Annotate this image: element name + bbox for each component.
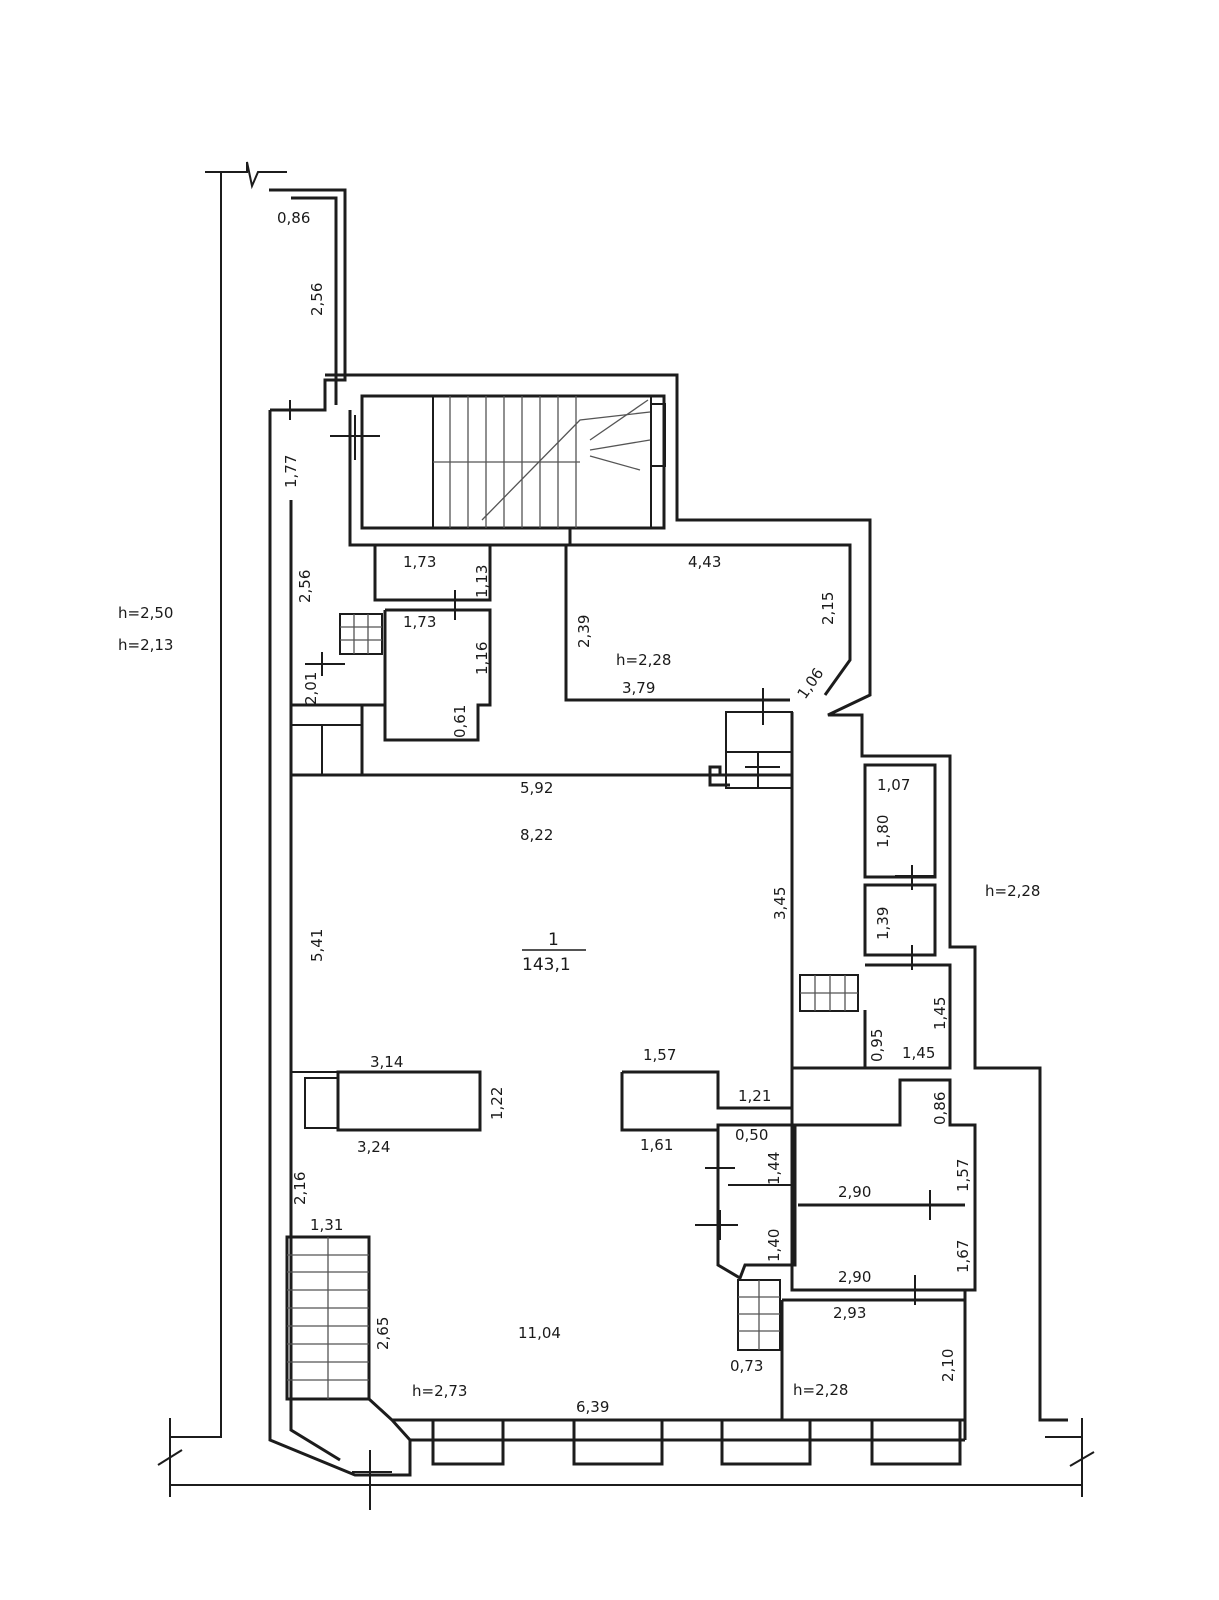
- dim-wc3-d: 0,86: [931, 1092, 949, 1125]
- dim-room-top-b: 3,79: [622, 679, 655, 697]
- dim-room-top-r: 2,15: [819, 592, 837, 625]
- dim-hall-w: 8,22: [520, 826, 553, 844]
- bottom-left-staircase: [285, 1235, 412, 1510]
- dim-wc1-w: 1,73: [403, 553, 436, 571]
- wc-rooms-bottom: [695, 1078, 977, 1420]
- dim-col-left-h: 1,22: [488, 1087, 506, 1120]
- dim-hall-top: 5,92: [520, 779, 553, 797]
- dim-room-top-l: 2,39: [575, 615, 593, 648]
- dim-store1-w: 1,07: [877, 776, 910, 794]
- height-label-room-top: h=2,28: [616, 651, 671, 669]
- dim-hall-left: 5,41: [308, 929, 326, 962]
- dim-corr-top-h: 2,56: [308, 283, 326, 316]
- dim-room-top-w: 4,43: [688, 553, 721, 571]
- dim-bot-room-w: 2,93: [833, 1304, 866, 1322]
- dim-col-left-bot: 3,24: [357, 1138, 390, 1156]
- dim-stair-room-d: 0,95: [868, 1029, 886, 1062]
- dim-small-a: 0,50: [735, 1126, 768, 1144]
- dim-store2-h: 1,39: [874, 907, 892, 940]
- dim-wc2-h: 1,16: [473, 642, 491, 675]
- bottom-windows: [431, 1418, 962, 1466]
- top-staircase: [280, 394, 666, 547]
- height-label-left-2: h=2,13: [118, 636, 173, 654]
- dim-small-b: 1,44: [765, 1152, 783, 1185]
- wc-rooms-top: [291, 545, 730, 787]
- room-number: 1: [548, 930, 559, 950]
- dim-stair-left-h: 2,65: [374, 1317, 392, 1350]
- dim-small-c: 1,40: [765, 1229, 783, 1262]
- room-area: 143,1: [522, 955, 571, 975]
- dim-col-left-top: 3,14: [370, 1053, 403, 1071]
- room-top-right: [564, 543, 852, 789]
- dim-wc4-h: 1,67: [954, 1240, 972, 1273]
- dim-wc1-h: 1,13: [473, 565, 491, 598]
- ceiling-height-labels: h=2,50 h=2,13 h=2,28 h=2,28 h=2,73 h=2,2…: [118, 604, 1040, 1400]
- dim-wc3-h: 1,57: [954, 1159, 972, 1192]
- dim-wc4-w: 2,90: [838, 1268, 871, 1286]
- dim-wc2-d: 0,61: [451, 705, 469, 738]
- height-label-right: h=2,28: [985, 882, 1040, 900]
- dim-col-right-bot: 1,61: [640, 1136, 673, 1154]
- dim-store1-h: 1,80: [874, 815, 892, 848]
- dim-bot-room-h: 2,10: [939, 1349, 957, 1382]
- dim-col-right-ext: 1,21: [738, 1087, 771, 1105]
- dim-corr-low-h: 2,56: [296, 570, 314, 603]
- height-label-bottom-main: h=2,73: [412, 1382, 467, 1400]
- dim-bottom-len: 11,04: [518, 1324, 561, 1342]
- site-lines: [157, 161, 1095, 1497]
- dim-room-top-diag: 1,06: [794, 665, 828, 703]
- dim-stair-left-w: 1,31: [310, 1216, 343, 1234]
- dim-stair-room-h: 1,45: [931, 997, 949, 1030]
- hall-pillars: [290, 773, 794, 1132]
- dim-corr-small-h: 2,01: [302, 672, 320, 705]
- dim-wc2-w: 1,73: [403, 613, 436, 631]
- dim-corr-mid-h: 1,77: [282, 455, 300, 488]
- height-label-bottom-right: h=2,28: [793, 1381, 848, 1399]
- dim-small-d: 0,73: [730, 1357, 763, 1375]
- dim-hall-right: 3,45: [771, 887, 789, 920]
- room-area-label: 1 143,1: [522, 930, 586, 975]
- dim-col-right-top: 1,57: [643, 1046, 676, 1064]
- dim-bottom-wall: 6,39: [576, 1398, 609, 1416]
- dim-wc3-w: 2,90: [838, 1183, 871, 1201]
- height-label-left-1: h=2,50: [118, 604, 173, 622]
- dim-corr-top-w: 0,86: [277, 209, 310, 227]
- dimension-labels: 0,86 2,56 1,77 2,56 2,01 1,73 1,13 1,73 …: [277, 209, 972, 1416]
- dim-stair-left-top: 2,16: [291, 1172, 309, 1205]
- exterior-walls: [268, 188, 1068, 1477]
- dim-stair-room-w: 1,45: [902, 1044, 935, 1062]
